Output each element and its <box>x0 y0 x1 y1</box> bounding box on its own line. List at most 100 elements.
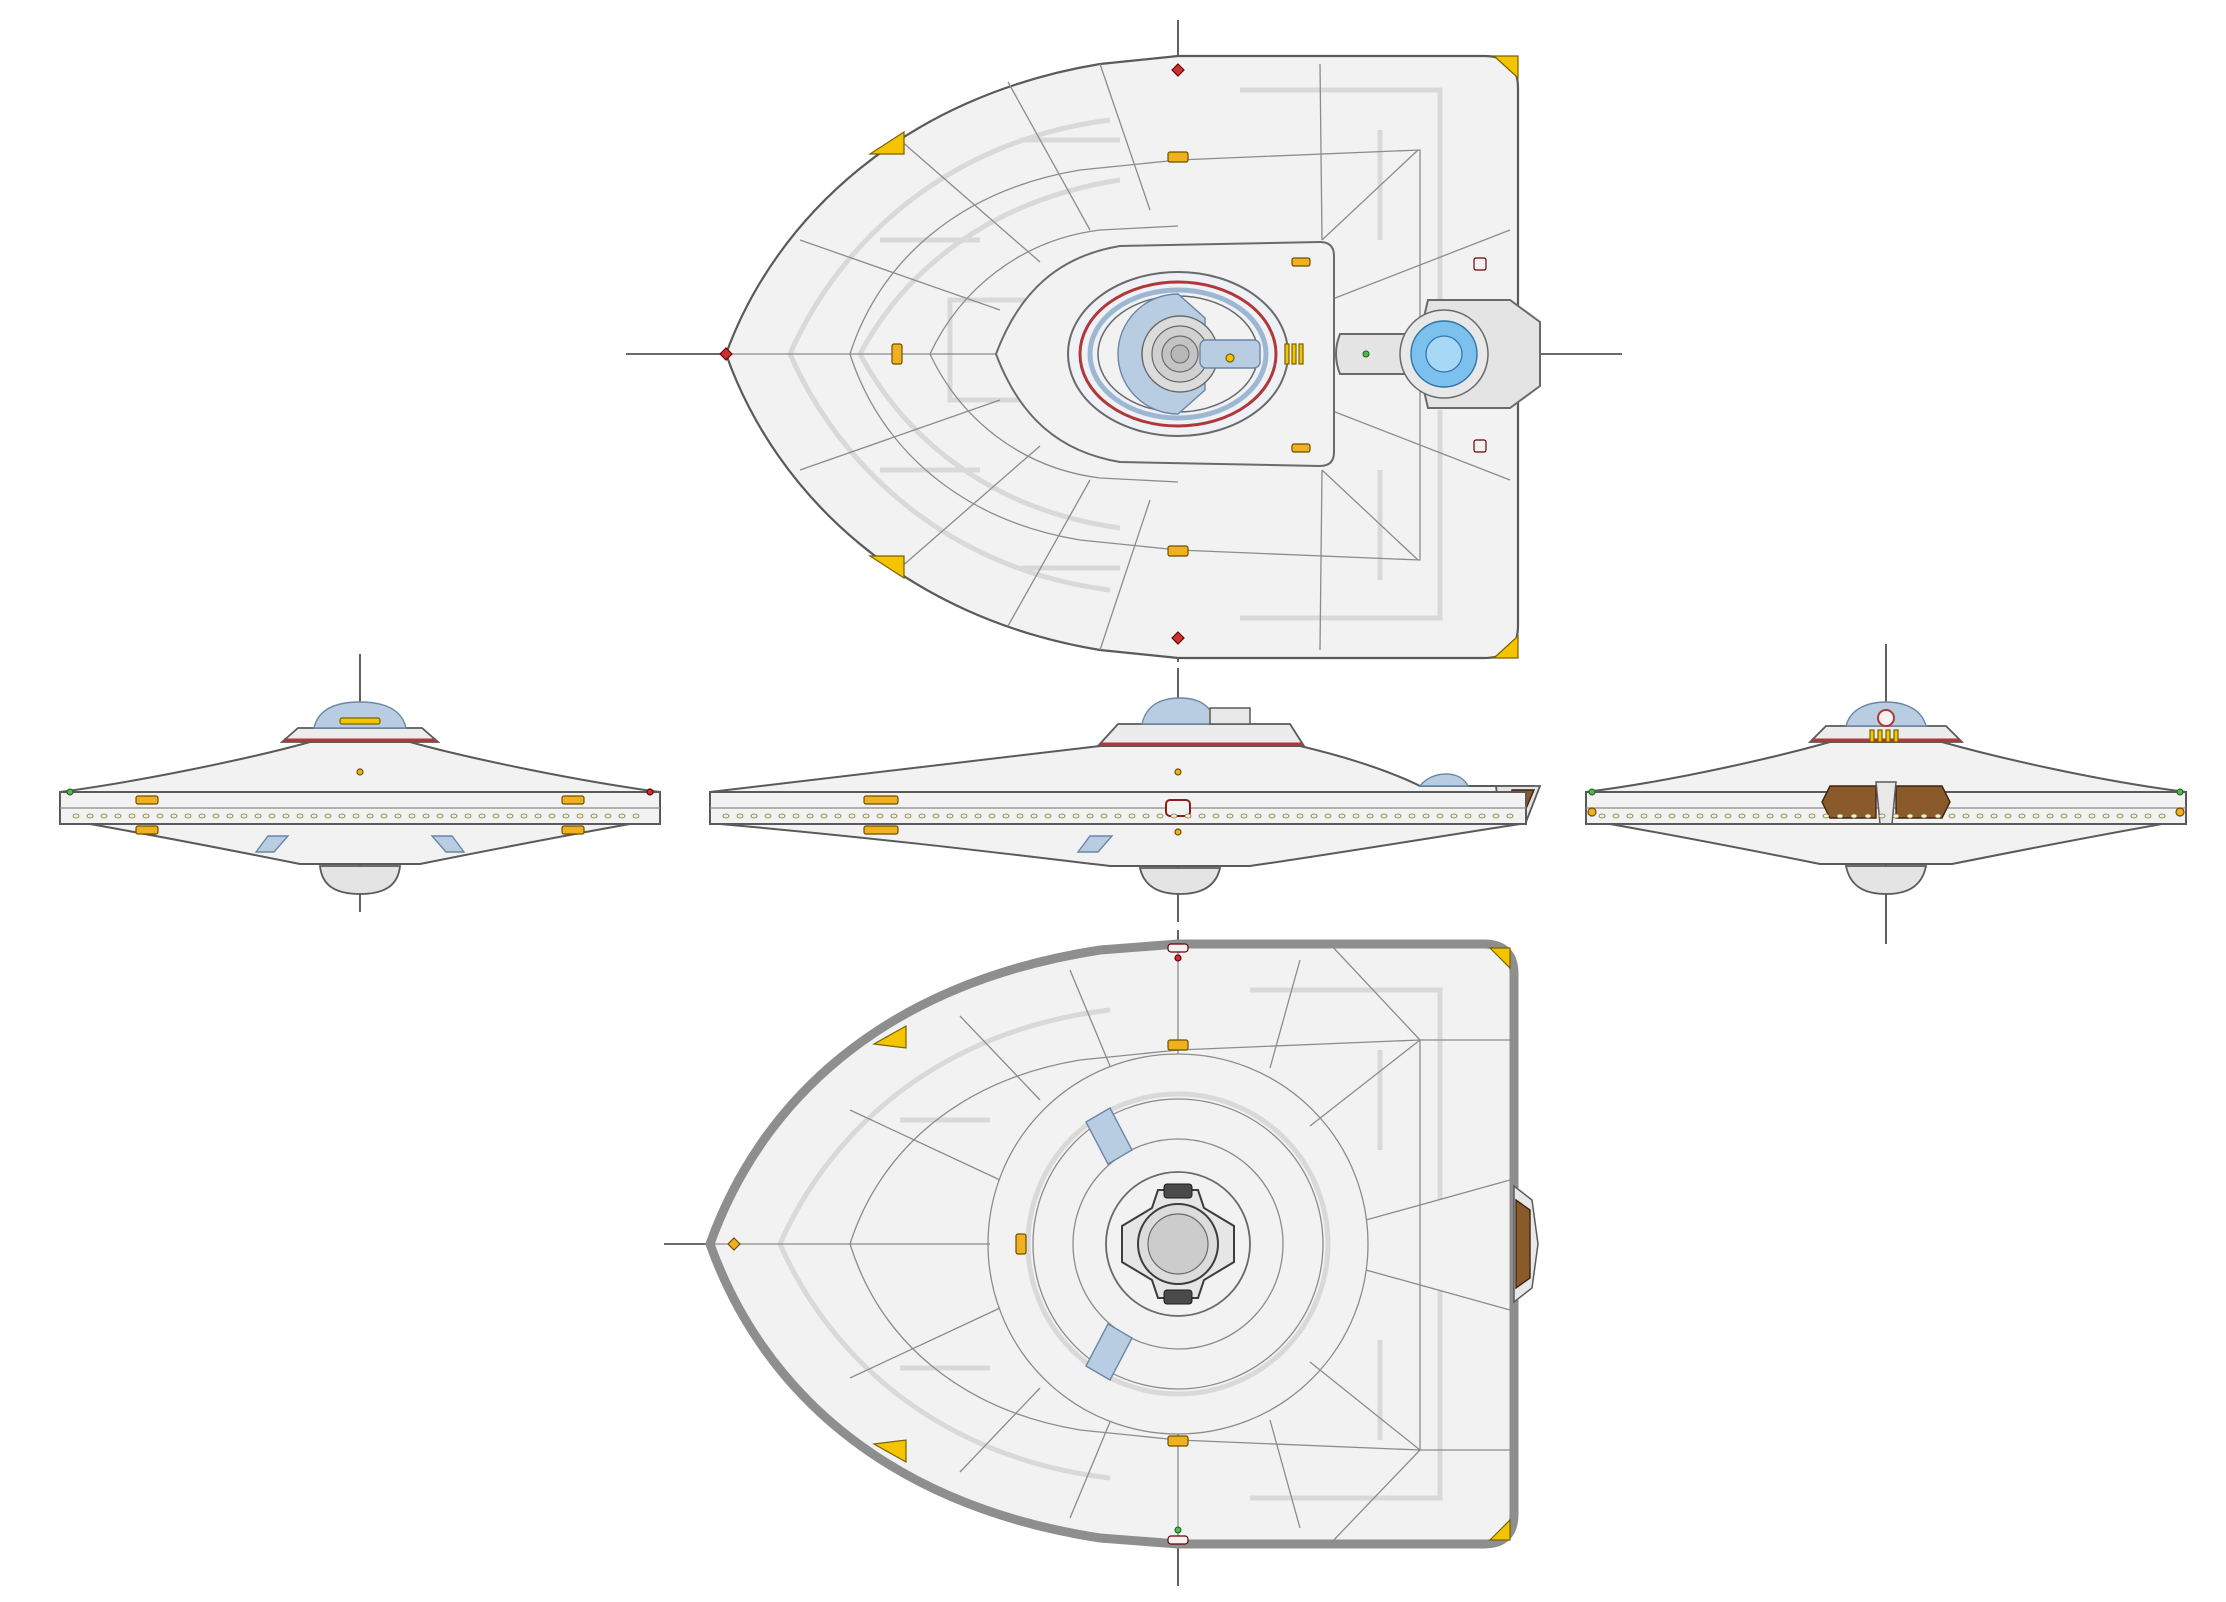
rim-window <box>1072 813 1080 819</box>
dorsal-bridge-blue-stripe <box>1087 287 1269 421</box>
ventral-sensor-dome-inner <box>1147 1213 1209 1275</box>
rim-window <box>764 813 772 819</box>
rim-window <box>1366 813 1374 819</box>
aft-saucer-lower <box>1609 823 2163 865</box>
rim-window <box>1738 813 1746 819</box>
aft-view <box>1585 644 2187 944</box>
rim-window <box>632 813 640 819</box>
rim-window <box>296 813 304 819</box>
rim-window <box>1268 813 1276 819</box>
dorsal-bridge-vents <box>1284 343 1304 365</box>
rim-window <box>1030 813 1038 819</box>
rim-window <box>380 813 388 819</box>
rim-window <box>1422 813 1430 819</box>
rim-window <box>1780 813 1788 819</box>
rim-window <box>1836 813 1844 819</box>
dorsal-marker-light-upper <box>1291 257 1311 267</box>
profile-bridge-dome <box>1141 697 1217 725</box>
aft-running-light-right <box>2176 788 2184 796</box>
ventral-marker-top <box>1167 1039 1189 1051</box>
rim-window <box>2116 813 2124 819</box>
rim-window <box>2046 813 2054 819</box>
rim-window <box>1962 813 1970 819</box>
rim-window <box>1724 813 1732 819</box>
rim-window <box>492 813 500 819</box>
profile-lower-window <box>1076 835 1114 853</box>
rim-window <box>1920 813 1928 819</box>
dorsal-rcs-thruster-front-upper <box>867 130 905 155</box>
dorsal-navigation-light-top <box>1171 63 1185 77</box>
rim-window <box>2032 813 2040 819</box>
ventral-hull-texture <box>777 987 1443 1501</box>
rim-window <box>282 813 290 819</box>
rim-window <box>72 813 80 819</box>
rim-window <box>1086 813 1094 819</box>
aft-marker-left <box>1587 807 1597 817</box>
profile-view <box>709 668 1542 922</box>
rim-window <box>2018 813 2026 819</box>
rim-window <box>932 813 940 819</box>
rim-window <box>1184 813 1192 819</box>
profile-ventral-dome <box>1138 867 1222 895</box>
rim-window <box>1682 813 1690 819</box>
dorsal-navigation-light-bottom <box>1171 631 1185 645</box>
rim-window <box>142 813 150 819</box>
rim-window <box>918 813 926 819</box>
rim-window <box>310 813 318 819</box>
rim-window <box>778 813 786 819</box>
rim-window <box>506 813 514 819</box>
rim-window <box>198 813 206 819</box>
ventral-rcs-thruster-aft-lower <box>1488 1518 1511 1541</box>
dorsal-marker-top <box>1167 151 1189 163</box>
rim-window <box>254 813 262 819</box>
port-ventral-dome <box>319 865 401 895</box>
dorsal-bridge-beacon <box>1225 353 1235 363</box>
dorsal-impulse-light <box>1362 350 1370 358</box>
rim-window <box>1878 813 1886 819</box>
ventral-mount-pad-top <box>1163 1183 1193 1199</box>
rim-window <box>1850 813 1858 819</box>
rim-window <box>1506 813 1514 819</box>
rim-window <box>1338 813 1346 819</box>
rim-window <box>1696 813 1704 819</box>
rim-window <box>2004 813 2012 819</box>
rim-window <box>1170 813 1178 819</box>
rim-window <box>2144 813 2152 819</box>
dorsal-panel-grid <box>730 63 1511 651</box>
rim-window <box>2130 813 2138 819</box>
rim-window <box>436 813 444 819</box>
profile-saucer-upper <box>709 745 1533 793</box>
rim-window <box>1892 813 1900 819</box>
rim-window <box>1626 813 1634 819</box>
profile-docking-hatch <box>1165 799 1191 817</box>
rim-window <box>1142 813 1150 819</box>
port-bridge-dome <box>313 701 407 729</box>
port-saucer-upper <box>59 741 661 793</box>
rim-window <box>1492 813 1500 819</box>
dorsal-navigation-light-bow <box>719 347 733 361</box>
rim-window <box>2158 813 2166 819</box>
dorsal-hatch-upper <box>1473 257 1487 271</box>
rim-window <box>1612 813 1620 819</box>
rim-window <box>1016 813 1024 819</box>
profile-beacon-top <box>1174 768 1182 776</box>
ventral-rcs-thruster-front-upper <box>872 1024 907 1049</box>
rim-window <box>974 813 982 819</box>
rim-window <box>576 813 584 819</box>
rim-window <box>1240 813 1248 819</box>
rim-window <box>1464 813 1472 819</box>
rim-window <box>1478 813 1486 819</box>
rim-window <box>1394 813 1402 819</box>
rim-window <box>1710 813 1718 819</box>
rim-window <box>750 813 758 819</box>
ventral-panel-grid <box>714 943 1511 1545</box>
port-lower-window-right <box>430 835 466 853</box>
rim-window <box>1654 813 1662 819</box>
aft-shuttlebay-door-left <box>1821 785 1877 819</box>
rim-window <box>170 813 178 819</box>
profile-marker-2 <box>863 825 899 835</box>
rim-window <box>520 813 528 819</box>
rim-window <box>1114 813 1122 819</box>
rim-window <box>618 813 626 819</box>
rim-window <box>988 813 996 819</box>
